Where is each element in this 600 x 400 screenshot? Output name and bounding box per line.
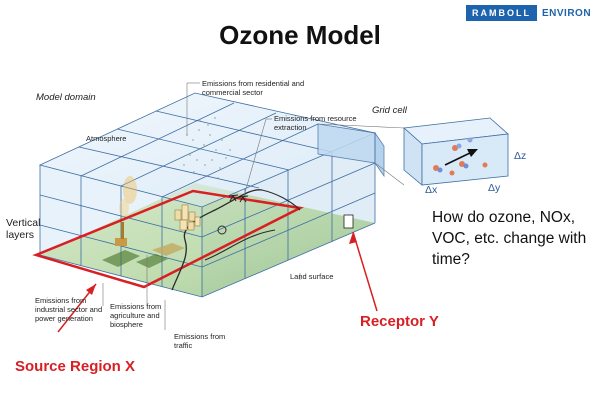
factory-chimney (121, 222, 124, 239)
vertical-layers-label: Vertical layers (6, 217, 41, 241)
road-3 (261, 189, 301, 211)
molecules (433, 137, 488, 176)
page-title: Ozone Model (219, 20, 381, 50)
industrial-smoke (123, 176, 137, 204)
delta-z-label: Δz (514, 150, 527, 162)
box-top-face (40, 93, 375, 207)
city-buildings (174, 204, 201, 231)
company-logo: RAMBOLL ENVIRON (466, 5, 591, 21)
emissions-residential-label: Emissions from residential and commercia… (202, 79, 305, 97)
receptor-arrow (352, 231, 378, 312)
industrial-smoke-2 (119, 199, 129, 217)
roundabout (217, 225, 227, 235)
source-region-x-label: Source Region X (15, 358, 136, 375)
highlighted-cell-side (374, 131, 385, 178)
farm-field-2 (136, 254, 168, 268)
emission-plume (183, 117, 231, 179)
farm-field-3 (152, 243, 185, 256)
emissions-traffic-label: Emissions from traffic (174, 332, 226, 350)
leader-lines (102, 82, 405, 330)
source-region-outline (32, 189, 305, 289)
receptor-marker (343, 214, 354, 229)
emissions-agriculture-label: Emissions from agriculture and biosphere (110, 302, 162, 329)
grid-cell-zoom (403, 117, 509, 186)
atmosphere-label: Atmosphere (86, 134, 127, 143)
question-text: How do ozone, NOx, VOC, etc. change with… (432, 209, 587, 268)
model-domain-label: Model domain (36, 92, 96, 103)
source-arrow-head (86, 284, 96, 295)
logo-partner: ENVIRON (542, 7, 592, 19)
zoom-cell-arrow (444, 151, 473, 166)
road-2 (204, 229, 276, 261)
pump-jacks (228, 194, 249, 203)
factory-building (115, 238, 127, 246)
zoom-cell-side (421, 133, 509, 186)
grid-cell-label: Grid cell (372, 105, 407, 116)
zoom-cell-arrow-head (467, 149, 478, 157)
delta-y-label: Δy (488, 182, 501, 194)
farm-field (102, 250, 140, 267)
receptor-y-label: Receptor Y (360, 313, 439, 330)
delta-x-label: Δx (425, 184, 438, 196)
emissions-industrial-label: Emissions from industrial sector and pow… (35, 296, 103, 323)
receptor-arrow-head (349, 232, 357, 244)
land-surface-label: Land surface (290, 272, 334, 281)
emissions-resource-label: Emissions from resource extraction (274, 114, 357, 132)
grid-lines (38, 92, 377, 298)
logo-brand: RAMBOLL (466, 5, 537, 21)
